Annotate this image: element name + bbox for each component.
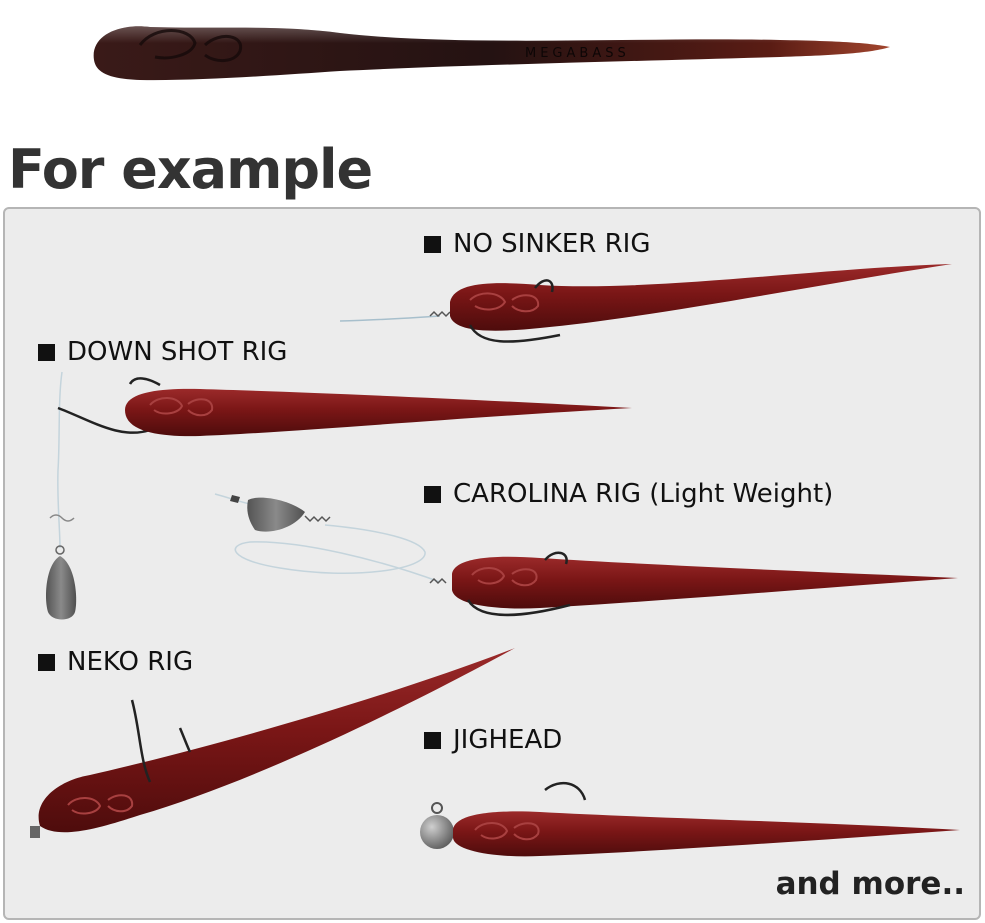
bullet-square-icon bbox=[424, 485, 441, 503]
rig-label-carolina: CAROLINA RIG (Light Weight) bbox=[424, 479, 833, 509]
rig-label-jighead: JIGHEAD bbox=[424, 725, 562, 755]
page-title: For example bbox=[8, 138, 373, 201]
bullet-square-icon bbox=[424, 235, 441, 253]
jighead-illustration bbox=[420, 781, 960, 857]
down-shot-rig-illustration bbox=[45, 371, 632, 620]
rig-label-text: CAROLINA RIG (Light Weight) bbox=[453, 479, 834, 509]
hero-brand-text: MEGABASS bbox=[525, 46, 630, 61]
rig-label-neko: NEKO RIG bbox=[38, 647, 193, 677]
no-sinker-rig-illustration bbox=[339, 264, 952, 343]
and-more-text: and more.. bbox=[775, 866, 965, 902]
rig-label-text: NEKO RIG bbox=[67, 647, 194, 677]
hero-lure-image: MEGABASS bbox=[93, 26, 890, 81]
bullet-square-icon bbox=[38, 343, 55, 361]
rig-label-text: JIGHEAD bbox=[453, 725, 563, 755]
carolina-rig-illustration bbox=[214, 493, 958, 617]
rig-label-text: DOWN SHOT RIG bbox=[67, 337, 288, 367]
bullet-square-icon bbox=[38, 653, 55, 671]
rig-label-text: NO SINKER RIG bbox=[453, 229, 651, 259]
rig-label-down-shot: DOWN SHOT RIG bbox=[38, 337, 287, 367]
bullet-square-icon bbox=[424, 731, 441, 749]
neko-rig-illustration bbox=[30, 648, 516, 838]
rig-label-no-sinker: NO SINKER RIG bbox=[424, 229, 651, 259]
